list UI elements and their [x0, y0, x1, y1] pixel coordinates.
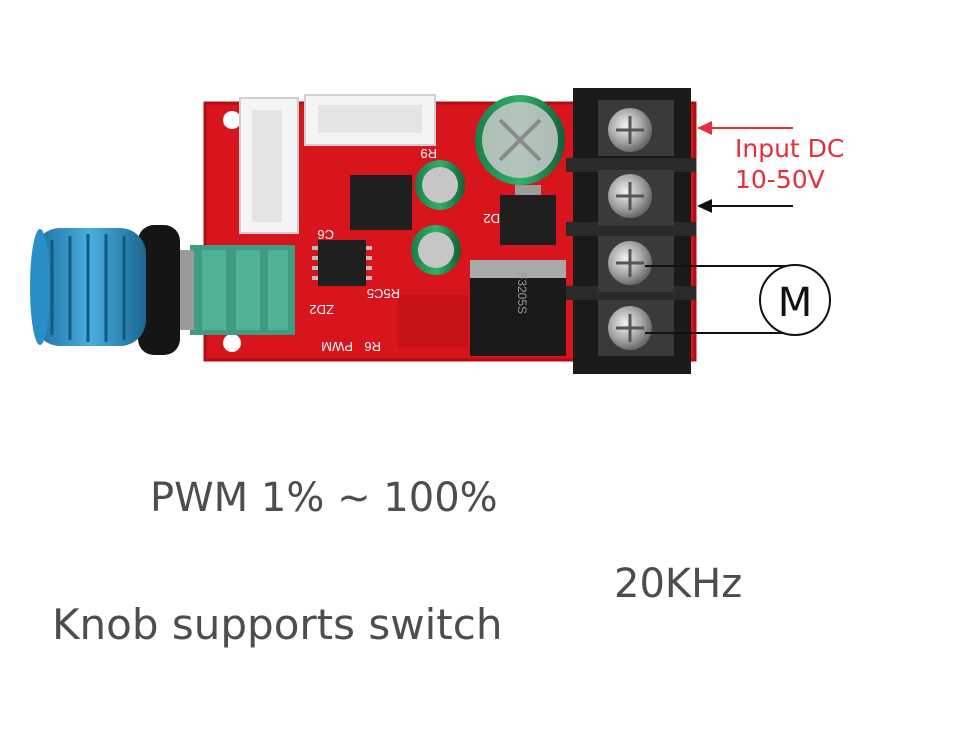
mosfet-label: F3205S: [515, 272, 529, 314]
caption-frequency: 20KHz: [614, 561, 743, 607]
header-connector-left: [239, 97, 299, 234]
caption-knob-switch: Knob supports switch: [52, 600, 503, 649]
silkscreen-c6: C6: [317, 227, 334, 242]
motor-letter: M: [777, 280, 813, 326]
ic-chip-upper: [350, 175, 412, 230]
silkscreen-r6: R6: [364, 339, 381, 354]
diode-d2: [500, 185, 556, 245]
terminal-block: [566, 88, 696, 374]
silkscreen-pwm: PWM: [321, 339, 353, 354]
silkscreen-r9: R9: [420, 146, 437, 161]
silkscreen-zd2: ZD2: [309, 302, 334, 317]
ic-chip-lower: [312, 240, 372, 286]
mosfet: F3205S: [470, 260, 566, 356]
input-dc-label-line1: Input DC: [735, 134, 845, 163]
caption-pwm-range: PWM 1% ~ 100%: [150, 475, 498, 521]
motor-symbol-icon: [645, 264, 831, 336]
input-dc-label: Input DC 10-50V: [735, 133, 844, 195]
silkscreen-d2: D2: [483, 211, 500, 226]
header-connector-top: [304, 94, 436, 146]
electrolytic-capacitor-small-1: [415, 160, 465, 210]
input-arrow-icon: [697, 121, 793, 213]
potentiometer: [170, 245, 295, 335]
electrolytic-capacitor-large: [475, 95, 565, 185]
silkscreen-r5c5: R5C5: [367, 286, 400, 301]
electrolytic-capacitor-small-2: [411, 225, 461, 275]
input-dc-label-line2: 10-50V: [735, 165, 825, 194]
knob: [30, 225, 180, 355]
